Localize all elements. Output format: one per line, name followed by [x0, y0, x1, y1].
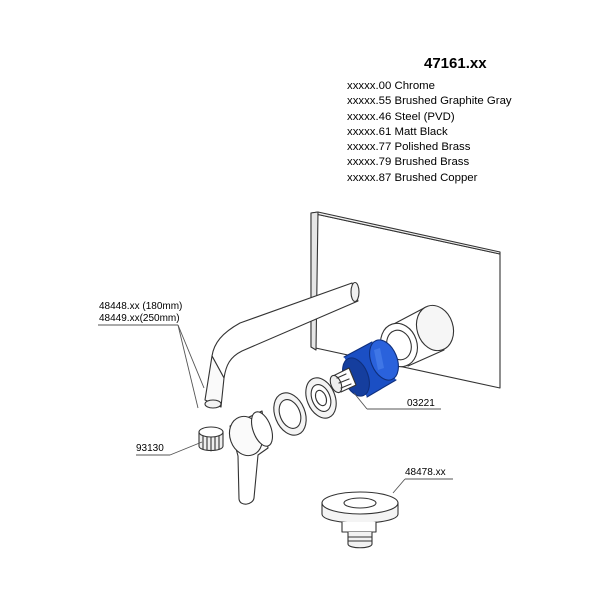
- part-label-spout-250: 48449.xx(250mm): [99, 313, 180, 324]
- finish-list: xxxxx.00 Chrome xxxxx.55 Brushed Graphit…: [347, 79, 512, 186]
- flange: [321, 491, 399, 549]
- finish-item: xxxxx.00 Chrome: [347, 80, 435, 92]
- finish-item: xxxxx.87 Brushed Copper: [347, 171, 478, 184]
- washer-ring: [273, 392, 307, 436]
- aerator: [198, 426, 224, 452]
- part-label-aerator: 93130: [136, 443, 164, 454]
- finish-item: xxxxx.77 Polished Brass: [347, 141, 471, 154]
- part-label-flange: 48478.xx: [405, 467, 446, 478]
- leader-lines: [98, 324, 453, 494]
- finish-item: xxxxx.46 Steel (PVD): [347, 110, 455, 123]
- product-code: 47161.xx: [424, 55, 487, 72]
- part-label-spout-180: 48448.xx (180mm): [99, 301, 183, 312]
- finish-item: xxxxx.79 Brushed Brass: [347, 156, 470, 169]
- part-label-cartridge: 03221: [407, 398, 435, 409]
- finish-item: xxxxx.55 Brushed Graphite Gray: [347, 95, 512, 108]
- lever-handle: [228, 410, 274, 505]
- bonnet-ring: [305, 377, 337, 419]
- finish-item: xxxxx.61 Matt Black: [347, 125, 448, 138]
- cartridge: [329, 339, 399, 398]
- wall-plate: [310, 211, 501, 389]
- spout: [204, 281, 360, 409]
